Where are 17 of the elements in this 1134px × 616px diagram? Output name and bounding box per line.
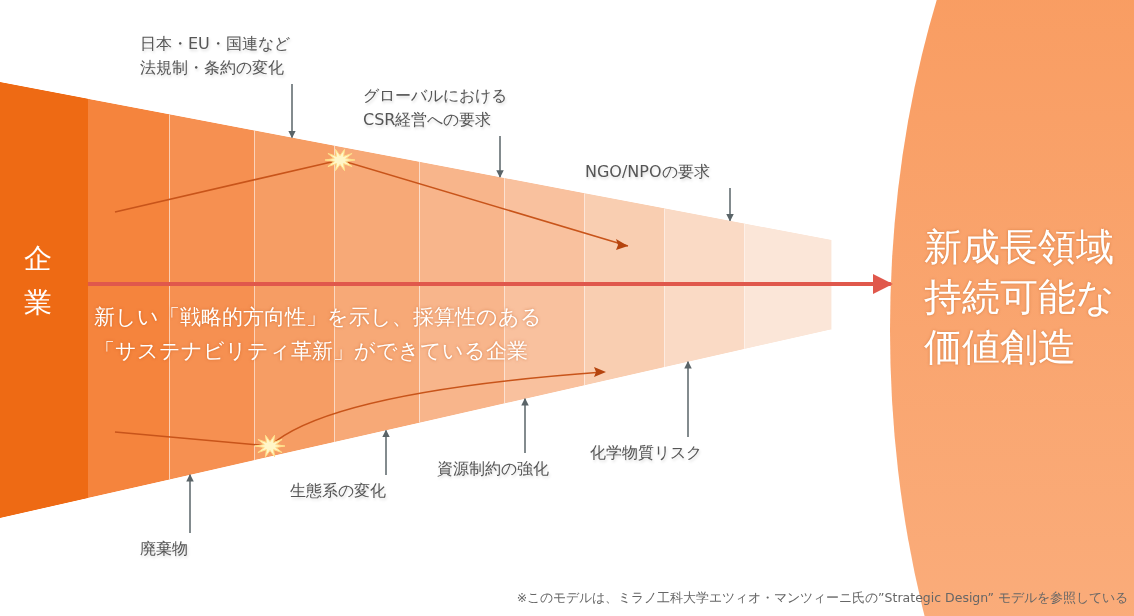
arrow	[496, 135, 504, 178]
arrow	[88, 274, 893, 294]
arrow	[186, 474, 194, 534]
arrow	[521, 398, 529, 454]
goal-text: 新成長領域持続可能な価値創造	[924, 224, 1116, 371]
factor-label: NGO/NPOの要求	[585, 160, 730, 184]
factor-label: グローバルにおけるCSR経営への要求	[363, 84, 513, 132]
factor-label: 化学物質リスク	[590, 441, 718, 465]
arrow	[726, 187, 734, 222]
factor-label: 日本・EU・国連など法規制・条約の変化	[140, 32, 300, 80]
arrow	[288, 83, 296, 139]
arrow	[382, 429, 390, 476]
company-label: 企業	[24, 241, 53, 321]
factor-label: 廃棄物	[140, 537, 200, 561]
factor-label: 資源制約の強化	[437, 457, 561, 481]
arrow	[684, 361, 692, 438]
factor-label: 生態系の変化	[290, 479, 398, 503]
